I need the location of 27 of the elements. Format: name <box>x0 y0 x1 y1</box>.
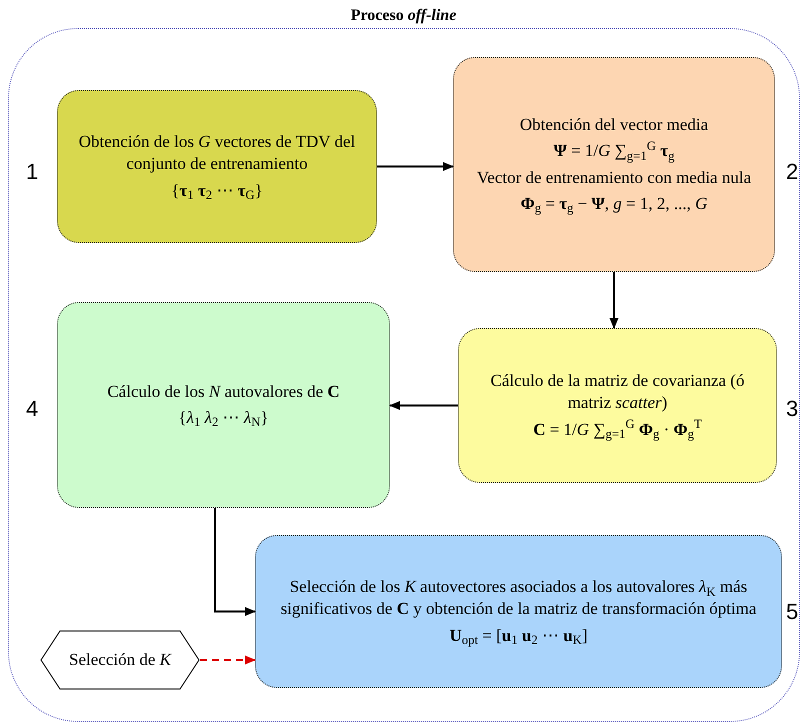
arrow <box>610 272 618 329</box>
group-heading: Proceso off-line <box>350 6 458 26</box>
step-number: 3 <box>786 395 798 423</box>
step-text: Selección de K <box>69 649 171 672</box>
formula: Φ$_{g}$ = τ$_{g}$ − Ψ, g = 1, 2, ..., G <box>520 192 708 215</box>
step-number: 2 <box>786 158 798 186</box>
step-number: 5 <box>786 598 798 626</box>
arrow <box>200 656 256 664</box>
formula: Ψ = 1/G ∑$_{g=1}$$^{G}$ τ$_{g}$ <box>554 140 674 162</box>
formula: {λ$_{1}$ λ$_{2}$ ⋯ λ$_{N}$} <box>178 407 269 430</box>
step-number: 4 <box>26 395 38 423</box>
step-number: 1 <box>26 158 38 186</box>
arrow <box>214 508 256 616</box>
step-text: Vector de entrenamiento con media nula <box>476 166 752 188</box>
process-box <box>57 302 390 508</box>
step-text: Cálculo de la matriz de covarianza (ó matriz scatter) <box>490 370 746 414</box>
process-box <box>453 57 775 272</box>
input-hexagon <box>40 630 200 690</box>
process-box <box>458 328 777 483</box>
formula: U$_{opt}$ = [u$_{1}$ u$_{2}$ ⋯ u$_{K}$] <box>449 624 588 647</box>
step-text: Obtención del vector media <box>520 114 708 136</box>
formula: {τ$_{1}$ τ$_{2}$ ⋯ τ$_{G}$} <box>171 180 263 202</box>
process-box <box>255 535 782 688</box>
arrow <box>377 162 454 171</box>
arrow <box>389 401 458 410</box>
process-box <box>57 90 377 243</box>
step-text: Cálculo de los N autovalores de C <box>107 380 340 403</box>
